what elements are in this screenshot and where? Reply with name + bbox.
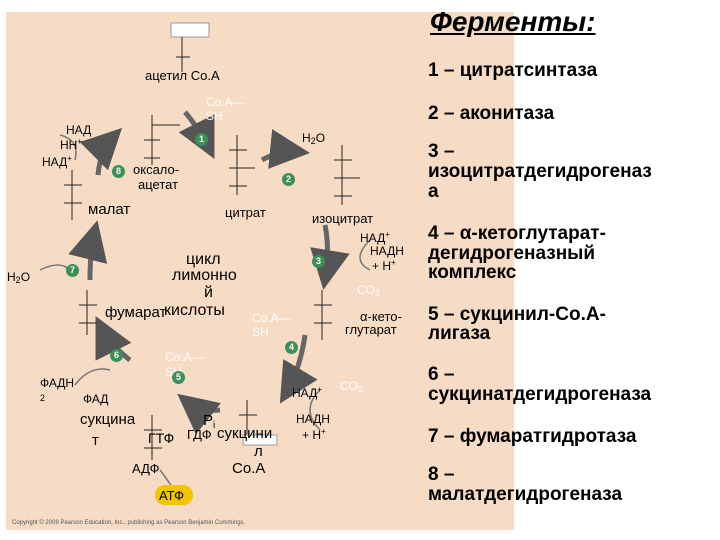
co2-step-4: CO2 bbox=[340, 379, 364, 394]
cycle-center-line-3: й bbox=[204, 284, 213, 301]
fumarate-structure bbox=[79, 290, 97, 335]
atp-label: АТФ bbox=[159, 488, 185, 503]
gdp-label: ГДФ bbox=[187, 427, 212, 442]
enzyme-line-9: 5 – сукцинил-Со.А- bbox=[428, 304, 606, 325]
akg-structure bbox=[314, 290, 332, 340]
malate-structure bbox=[64, 170, 82, 220]
succinate-label-2: т bbox=[92, 432, 99, 449]
succinyl-coa-label-1: сукцини bbox=[217, 425, 273, 442]
arrow-nad-4 bbox=[309, 389, 321, 431]
h-step-3: + Н+ bbox=[372, 258, 396, 273]
succinyl-coa-structure bbox=[239, 400, 278, 446]
enzymes-title: Ферменты: bbox=[430, 6, 596, 37]
h2o-step-2: H2O bbox=[302, 131, 326, 146]
coa-sh-1-b: SH bbox=[206, 109, 223, 123]
arrow-step-2 bbox=[260, 129, 310, 169]
copyright: Copyright © 2009 Pearson Education, Inc.… bbox=[12, 520, 246, 526]
arrow-step-8 bbox=[79, 127, 123, 176]
succinate-structure bbox=[144, 415, 162, 460]
acetyl-coa-structure bbox=[170, 22, 210, 72]
akg-label-1: α-кето- bbox=[360, 309, 402, 324]
pi-label: Pi bbox=[203, 412, 216, 431]
arrow-fad-6 bbox=[74, 368, 111, 386]
fadh2-sub: 2 bbox=[40, 393, 46, 403]
nad-step-4: НАД+ bbox=[292, 385, 322, 400]
arrow-step-4 bbox=[279, 334, 318, 404]
cycle-center-line-1: цикл bbox=[186, 251, 221, 268]
arrow-step-1 bbox=[178, 110, 215, 159]
arrow-nad-3 bbox=[359, 239, 371, 271]
arrow-step-5 bbox=[177, 393, 221, 435]
arrow-step-7 bbox=[68, 220, 108, 281]
enzyme-line-7: дегидрогеназный bbox=[428, 243, 596, 264]
coa-sh-4-b: SH bbox=[252, 325, 269, 339]
nadh-step-4: НАДН bbox=[296, 412, 330, 426]
enzyme-line-8: комплекс bbox=[428, 262, 517, 283]
coa-sh-4-a: Со.А— bbox=[252, 311, 291, 325]
enzyme-line-2: 2 – аконитаза bbox=[428, 103, 555, 124]
cycle-center-line-2: лимонно bbox=[172, 267, 237, 284]
akg-label-2: глутарат bbox=[345, 322, 397, 337]
enzyme-line-1: 1 – цитратсинтаза bbox=[428, 60, 598, 81]
enzyme-line-6: 4 – α-кетоглутарат- bbox=[428, 223, 606, 244]
isocitrate-structure bbox=[334, 145, 360, 205]
coa-sh-1-a: Со.А— bbox=[206, 95, 245, 109]
co2-step-3: CO2 bbox=[357, 283, 381, 298]
oxaloacetate-label-2: ацетат bbox=[138, 177, 179, 192]
h-step-4: + Н+ bbox=[302, 427, 326, 442]
h2o-step-7: H2O bbox=[7, 270, 31, 285]
coa-sh-5-a: Со.А— bbox=[165, 350, 204, 364]
nadh-step-3: НАДН bbox=[370, 244, 404, 258]
step-badge-3: 3 bbox=[312, 255, 325, 268]
citrate-label: цитрат bbox=[225, 205, 266, 220]
nad-step-8-d: НАД+ bbox=[42, 154, 72, 169]
oxaloacetate-structure bbox=[144, 115, 180, 165]
enzyme-line-14: 8 – bbox=[428, 464, 455, 485]
enzyme-line-15: малатдегидрогеназа bbox=[428, 484, 623, 505]
enzyme-line-13: 7 – фумаратгидротаза bbox=[428, 426, 637, 447]
fadh2-label: ФАДН bbox=[40, 376, 75, 390]
cycle-center-line-4: кислоты bbox=[164, 302, 225, 319]
nad-step-8-a: НАД bbox=[66, 123, 92, 137]
gtp-label: ГТФ bbox=[148, 430, 175, 446]
enzyme-line-10: лигаза bbox=[428, 323, 491, 344]
step-badge-5: 5 bbox=[172, 371, 185, 384]
nad-step-8-b: НН+ bbox=[60, 137, 83, 152]
arrow-step-3 bbox=[310, 224, 350, 290]
enzyme-line-11: 6 – bbox=[428, 364, 455, 385]
malate-label: малат bbox=[88, 201, 131, 218]
step-badge-4: 4 bbox=[285, 341, 298, 354]
isocitrate-label: изоцитрат bbox=[312, 211, 374, 226]
step-badge-2: 2 bbox=[282, 173, 295, 186]
enzyme-line-3: 3 – bbox=[428, 141, 455, 162]
arrow-step-6 bbox=[95, 316, 132, 362]
nad-step-3: НАД+ bbox=[360, 230, 390, 245]
enzyme-line-4: изоцитратдегидрогеназ bbox=[428, 161, 652, 182]
fumarate-label: фумарат bbox=[105, 304, 167, 321]
step-badge-7: 7 bbox=[66, 264, 79, 277]
fad-label: ФАД bbox=[83, 392, 109, 406]
succinyl-coa-label-3: Со.А bbox=[232, 460, 266, 477]
step-badge-6: 6 bbox=[110, 349, 123, 362]
adp-label: АДФ bbox=[132, 461, 160, 476]
atp-highlight bbox=[155, 485, 193, 505]
acetyl-coa-label: ацетил Со.А bbox=[145, 68, 220, 83]
succinate-label-1: сукцина bbox=[80, 411, 136, 428]
step-badge-8: 8 bbox=[112, 165, 125, 178]
enzyme-line-12: сукцинатдегидрогеназа bbox=[428, 384, 652, 405]
citrate-structure bbox=[229, 135, 255, 195]
step-badge-1: 1 bbox=[195, 133, 208, 146]
oxaloacetate-label-1: оксало- bbox=[133, 162, 180, 177]
enzyme-line-5: а bbox=[428, 181, 439, 202]
succinyl-coa-label-2: л bbox=[254, 443, 263, 460]
arrow-nad-8 bbox=[59, 134, 77, 161]
